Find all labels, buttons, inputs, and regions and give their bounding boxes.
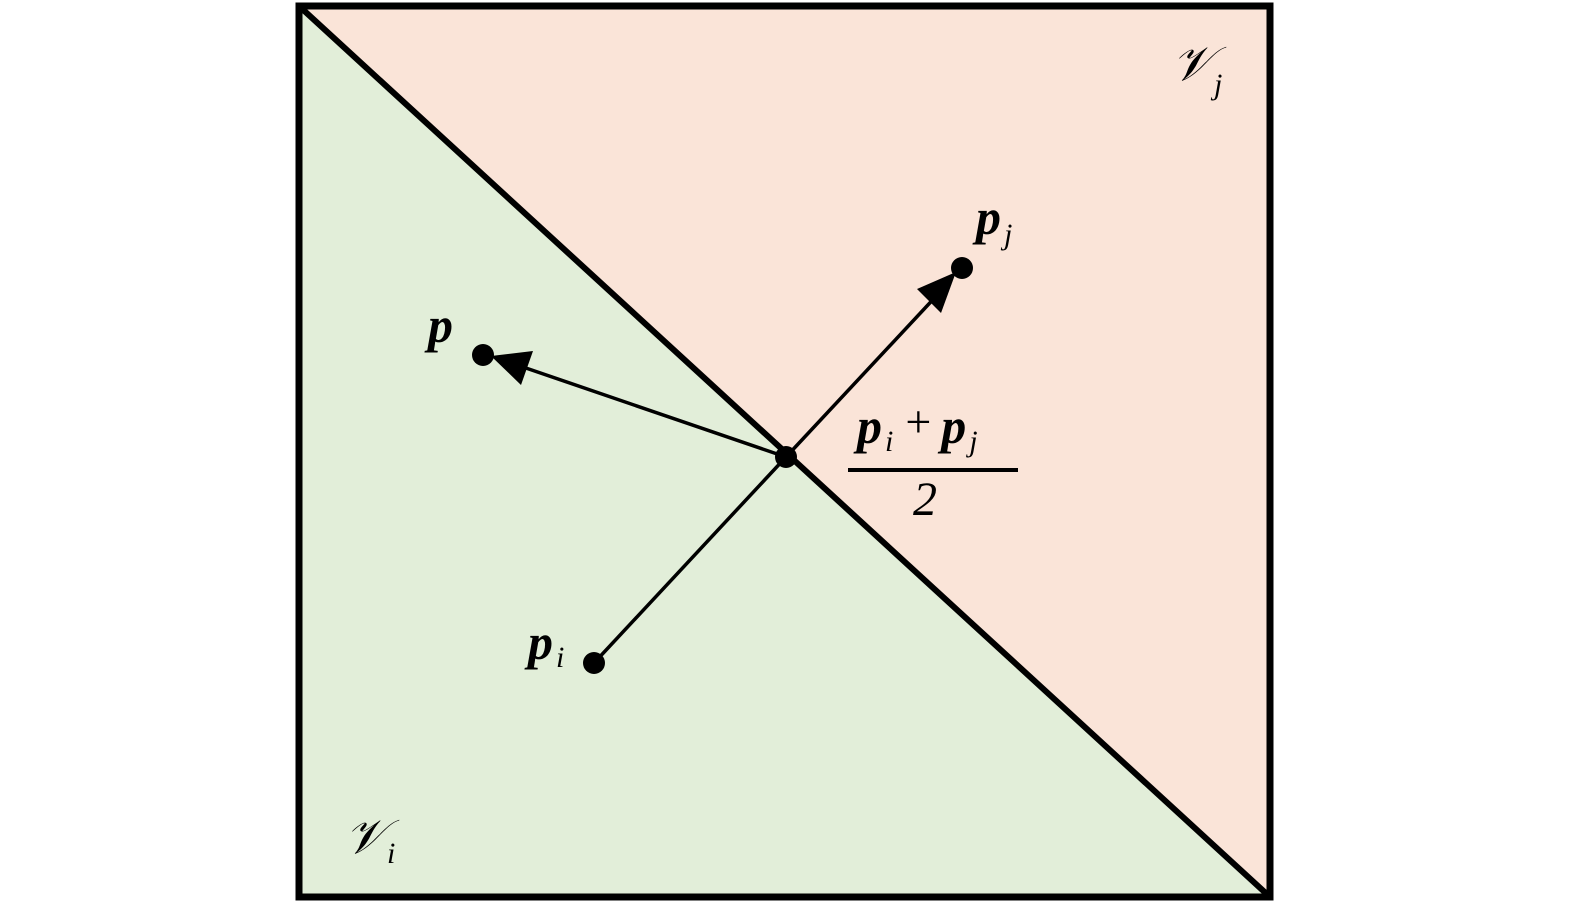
region-j-subscript: j [1210, 68, 1222, 101]
midpoint-dot [775, 446, 797, 468]
segment-pi-to-midpoint [592, 455, 788, 665]
point-pj-dot [951, 257, 973, 279]
arrow-midpoint-to-pj [784, 290, 942, 459]
arrow-midpoint-to-p [519, 364, 787, 459]
point-p-label: p [424, 297, 453, 353]
arrowhead-p [491, 351, 533, 385]
domain-frame [295, 2, 1274, 901]
point-pj-subscript: j [1000, 218, 1012, 251]
point-pi-subscript: i [556, 641, 564, 674]
point-p-dot [472, 344, 494, 366]
point-pi-dot [583, 652, 605, 674]
region-i-subscript: i [387, 837, 395, 870]
arrowhead-pj [917, 272, 956, 313]
formula-denominator: 2 [913, 473, 937, 526]
